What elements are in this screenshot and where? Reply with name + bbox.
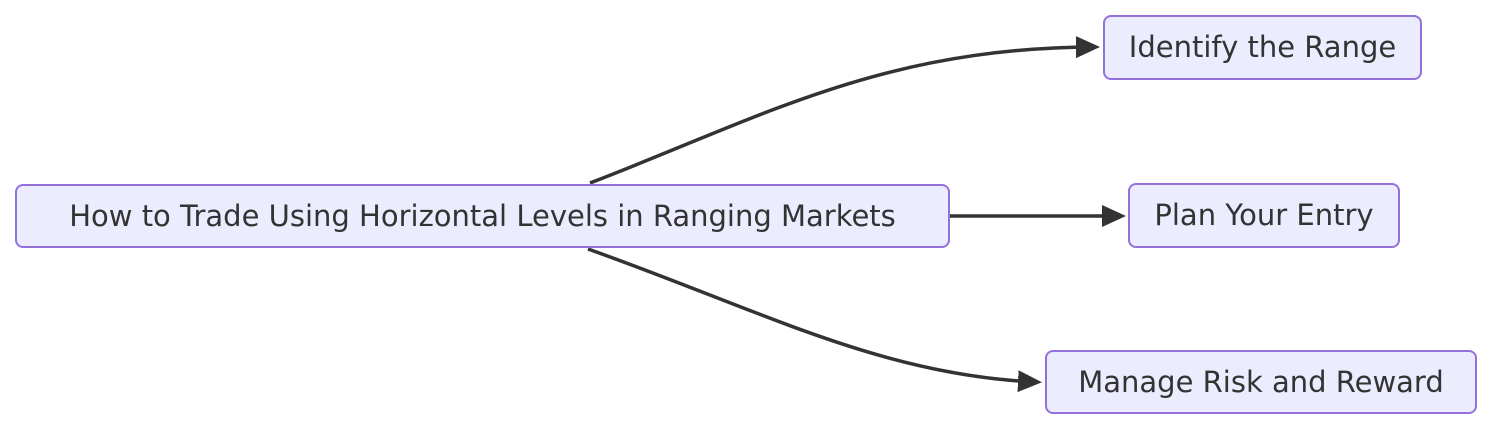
node-manage-risk-label: Manage Risk and Reward — [1078, 364, 1444, 399]
node-root: How to Trade Using Horizontal Levels in … — [15, 184, 950, 248]
edge-root-to-manage-risk — [587, 247, 1042, 393]
node-plan-entry-label: Plan Your Entry — [1154, 198, 1374, 233]
node-identify-range: Identify the Range — [1103, 15, 1422, 80]
node-identify-range-label: Identify the Range — [1128, 30, 1397, 65]
node-plan-entry: Plan Your Entry — [1128, 183, 1400, 248]
edge-root-to-identify-range — [589, 36, 1100, 185]
node-root-label: How to Trade Using Horizontal Levels in … — [69, 198, 896, 233]
node-manage-risk: Manage Risk and Reward — [1045, 350, 1477, 414]
